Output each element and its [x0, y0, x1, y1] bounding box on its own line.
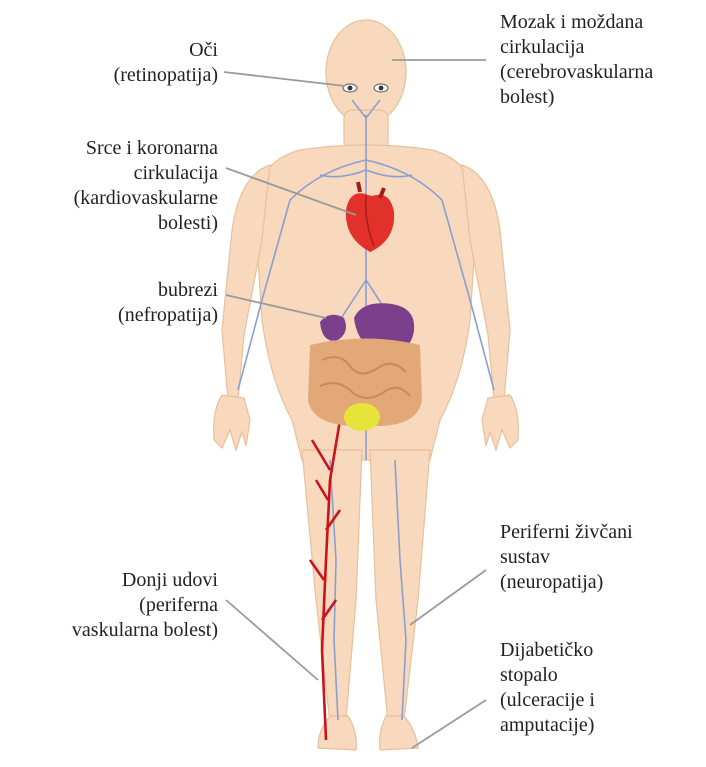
leader-foot — [412, 700, 486, 748]
label-eyes: Oči (retinopatija) — [114, 38, 218, 88]
leader-nerves — [410, 570, 486, 625]
hand-right — [482, 395, 518, 450]
bladder — [344, 403, 380, 431]
label-peripheral-nerves: Periferni živčani sustav (neuropatija) — [500, 520, 633, 595]
hand-left — [214, 395, 250, 450]
leader-lower-limbs — [226, 600, 318, 680]
label-brain: Mozak i moždana cirkulacija (cerebrovask… — [500, 10, 653, 110]
label-heart: Srce i koronarna cirkulacija (kardiovask… — [74, 136, 218, 236]
label-kidneys: bubrezi (nefropatija) — [118, 278, 218, 328]
foot-right — [380, 716, 418, 750]
foot-left — [318, 716, 356, 750]
leg-right — [370, 450, 430, 722]
label-lower-limbs: Donji udovi (periferna vaskularna bolest… — [72, 568, 218, 643]
label-diabetic-foot: Dijabetičko stopalo (ulceracije i amputa… — [500, 638, 595, 738]
head — [326, 20, 406, 124]
